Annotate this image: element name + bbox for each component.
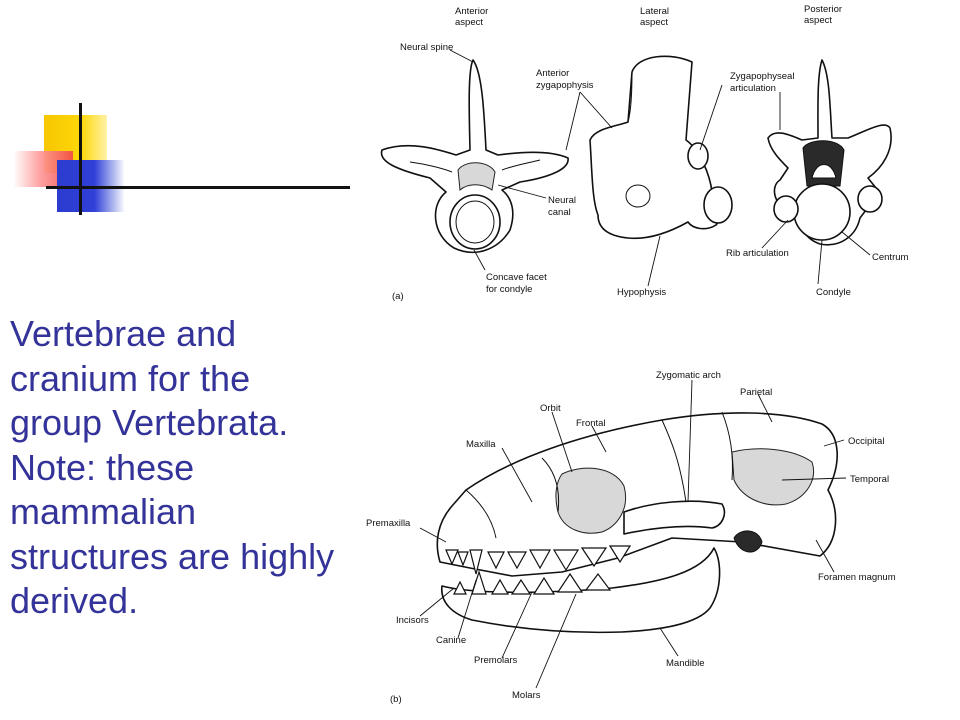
label-maxilla: Maxilla [466, 439, 496, 450]
label-zygapophyseal-articulation-2: articulation [730, 83, 776, 94]
anterior-vertebra [380, 59, 569, 254]
decor-horizontal-line [46, 186, 350, 189]
skull-outline [436, 411, 838, 634]
label-anterior-zygapophysis-1: Anterior [536, 68, 569, 79]
label-foramen-magnum: Foramen magnum [818, 572, 896, 583]
label-anterior-zygapophysis-2: zygapophysis [536, 80, 594, 91]
label-zygomatic-arch: Zygomatic arch [656, 370, 721, 381]
label-parietal: Parietal [740, 387, 772, 398]
skull-drawing: Zygomatic arch Parietal Orbit Frontal Ma… [366, 370, 896, 705]
lower-teeth [453, 570, 612, 595]
label-concave-facet-2: for condyle [486, 284, 532, 295]
label-hypophysis: Hypophysis [617, 287, 666, 298]
upper-teeth [445, 545, 632, 575]
view-lateral-line1: Lateral [640, 6, 669, 17]
view-anterior-line1: Anterior [455, 6, 488, 17]
vertebrae-drawing: Anterior aspect Lateral aspect Posterior… [380, 4, 909, 302]
label-temporal: Temporal [850, 474, 889, 485]
posterior-vertebra [767, 59, 892, 246]
label-centrum: Centrum [872, 252, 909, 263]
panel-label-a: (a) [392, 291, 404, 302]
label-concave-facet-1: Concave facet [486, 272, 547, 283]
panel-label-b: (b) [390, 694, 402, 705]
label-premolars: Premolars [474, 655, 518, 666]
view-posterior-line1: Posterior [804, 4, 842, 15]
slide-caption: Vertebrae and cranium for the group Vert… [10, 313, 335, 621]
label-rib-articulation: Rib articulation [726, 248, 789, 259]
label-incisors: Incisors [396, 615, 429, 626]
view-posterior-line2: aspect [804, 15, 832, 26]
skull-figure: Zygomatic arch Parietal Orbit Frontal Ma… [362, 362, 942, 720]
label-neural-canal-1: Neural [548, 195, 576, 206]
decor-vertical-line [79, 103, 82, 215]
view-anterior-line2: aspect [455, 17, 483, 28]
label-mandible: Mandible [666, 658, 705, 669]
label-neural-spine: Neural spine [400, 42, 453, 53]
lateral-vertebra [589, 55, 733, 240]
label-neural-canal-2: canal [548, 207, 571, 218]
label-orbit: Orbit [540, 403, 561, 414]
view-lateral-line2: aspect [640, 17, 668, 28]
label-molars: Molars [512, 690, 541, 701]
label-frontal: Frontal [576, 418, 606, 429]
label-canine: Canine [436, 635, 466, 646]
label-condyle: Condyle [816, 287, 851, 298]
vertebrae-figure: Anterior aspect Lateral aspect Posterior… [370, 0, 950, 305]
label-occipital: Occipital [848, 436, 884, 447]
label-premaxilla: Premaxilla [366, 518, 411, 529]
label-zygapophyseal-articulation-1: Zygapophyseal [730, 71, 794, 82]
